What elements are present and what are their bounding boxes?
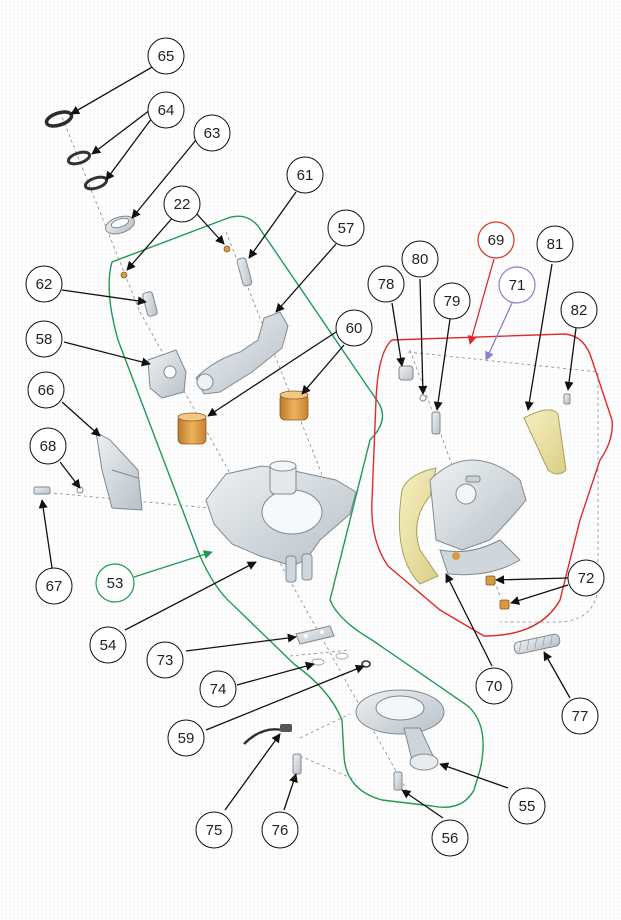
part-81-lining-pad: [523, 409, 567, 475]
part-76-sensor: [292, 753, 302, 775]
callout-68: 68: [29, 427, 67, 465]
part-60-bushings: [177, 390, 309, 445]
callout-69: 69: [477, 221, 515, 259]
part-72-clips: [485, 575, 510, 610]
part-55-hub: [355, 689, 445, 771]
callout-54: 54: [89, 626, 127, 664]
callout-78-label: 78: [378, 276, 395, 293]
callout-67-label: 67: [46, 578, 63, 595]
assembly-69-outline: [371, 333, 613, 637]
callout-79-label: 79: [444, 293, 461, 310]
part-61-pin: [236, 257, 253, 287]
callout-73: 73: [146, 641, 184, 679]
callout-76: 76: [261, 811, 299, 849]
callout-64: 64: [147, 91, 185, 129]
part-54-knuckle: [205, 460, 357, 583]
part-66-bracket: [95, 431, 143, 511]
callout-61: 61: [286, 156, 324, 194]
part-79-bolt: [431, 411, 441, 435]
callout-80: 80: [401, 240, 439, 278]
callout-70-label: 70: [486, 678, 503, 695]
callout-82-label: 82: [571, 302, 588, 319]
callout-69-label: 69: [488, 232, 505, 249]
callout-56-label: 56: [442, 830, 459, 847]
callout-78: 78: [367, 265, 405, 303]
callout-59-label: 59: [178, 730, 195, 747]
callout-57: 57: [327, 209, 365, 247]
callout-74-label: 74: [210, 681, 227, 698]
callout-63: 63: [193, 114, 231, 152]
part-80-pin: [419, 394, 427, 402]
callout-54-label: 54: [100, 637, 117, 654]
callout-81-label: 81: [547, 236, 564, 253]
callout-55-label: 55: [519, 798, 536, 815]
part-58-lever: [147, 349, 187, 399]
callout-65-label: 65: [158, 48, 175, 65]
callout-82: 82: [560, 291, 598, 329]
callout-60: 60: [335, 309, 373, 347]
callout-74: 74: [199, 670, 237, 708]
part-22-grease-fittings: [120, 245, 231, 279]
part-74-washers: [311, 652, 349, 666]
callout-71: 71: [498, 266, 536, 304]
callout-53-label: 53: [107, 575, 124, 592]
callout-75: 75: [195, 811, 233, 849]
part-73-plate: [295, 625, 335, 645]
callout-70: 70: [475, 667, 513, 705]
part-63-ring: [105, 215, 135, 235]
callout-57-label: 57: [338, 220, 355, 237]
part-56-stud: [393, 771, 403, 791]
callout-81: 81: [536, 225, 574, 263]
callout-75-label: 75: [206, 822, 223, 839]
part-82-pin: [563, 393, 571, 405]
callout-79: 79: [433, 282, 471, 320]
callout-67: 67: [35, 567, 73, 605]
assembly-53-outline: [108, 215, 484, 808]
callout-73-label: 73: [157, 652, 174, 669]
callout-22-label: 22: [174, 196, 191, 213]
callout-72-label: 72: [578, 570, 595, 587]
callout-66-label: 66: [38, 382, 55, 399]
callout-77: 77: [561, 697, 599, 735]
callout-63-label: 63: [204, 125, 221, 142]
callout-80-label: 80: [412, 251, 429, 268]
callout-65: 65: [147, 37, 185, 75]
part-62-pin: [142, 291, 158, 317]
part-59-oring: [361, 660, 371, 668]
part-65-oring: [44, 110, 74, 128]
part-64-seals: [66, 150, 109, 191]
callout-60-label: 60: [346, 320, 363, 337]
callout-56: 56: [431, 819, 469, 857]
callout-76-label: 76: [272, 822, 289, 839]
part-78-cap: [398, 365, 414, 381]
callout-77-label: 77: [572, 708, 589, 725]
leader-lines: [38, 65, 577, 819]
callout-58-label: 58: [36, 331, 53, 348]
callout-61-label: 61: [297, 167, 314, 184]
callout-64-label: 64: [158, 102, 175, 119]
callout-55: 55: [508, 787, 546, 825]
callout-58: 58: [25, 320, 63, 358]
part-77-spring: [513, 633, 561, 655]
callout-62-label: 62: [36, 276, 53, 293]
callout-22: 22: [163, 185, 201, 223]
callout-71-label: 71: [509, 277, 526, 294]
part-67-bolt: [33, 486, 51, 495]
callout-53: 53: [95, 563, 135, 603]
callout-68-label: 68: [40, 438, 57, 455]
callout-59: 59: [167, 719, 205, 757]
callout-72: 72: [567, 559, 605, 597]
callout-62: 62: [25, 265, 63, 303]
callout-66: 66: [27, 371, 65, 409]
part-75-cable: [243, 724, 292, 745]
part-70-brake-shoes: [398, 459, 527, 585]
part-57-steering-arm: [195, 311, 289, 395]
